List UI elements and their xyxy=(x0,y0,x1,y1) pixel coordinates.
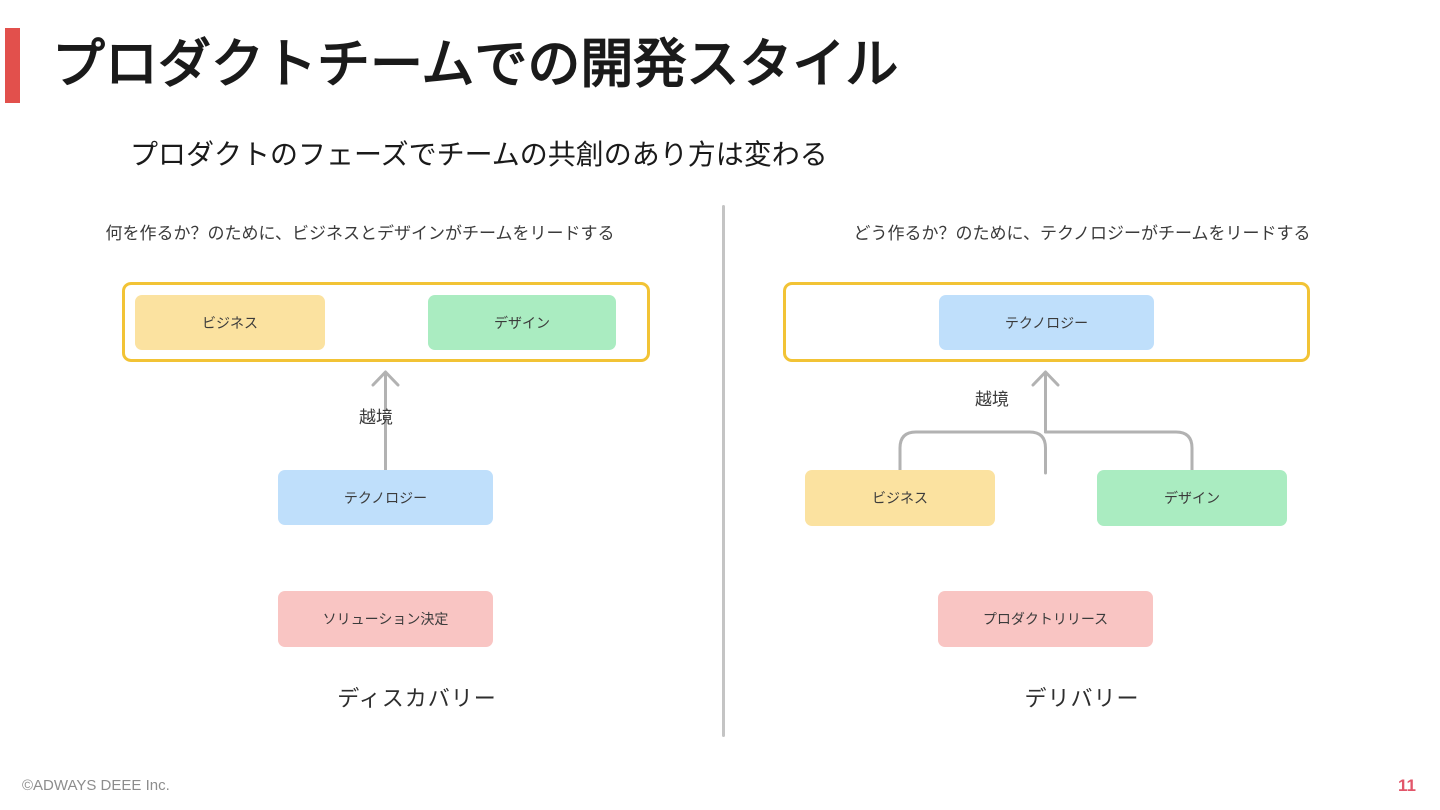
column-discovery: 何を作るか？のために、ビジネスとデザインがチームをリードする ビジネス デザイン… xyxy=(105,224,650,711)
crossing-label-discovery: 越境 xyxy=(359,408,393,427)
phase-label-delivery: デリバリー xyxy=(1024,686,1140,711)
role-box-design-delivery: デザイン xyxy=(1097,470,1287,526)
phase-label-discovery: ディスカバリー xyxy=(337,686,497,711)
role-box-business-discovery: ビジネス xyxy=(135,295,325,350)
title-accent-bar xyxy=(5,28,20,103)
role-box-business-delivery: ビジネス xyxy=(805,470,995,526)
role-box-technology-discovery: テクノロジー xyxy=(278,470,493,525)
column-divider xyxy=(722,205,725,737)
page-number: 11 xyxy=(1398,776,1416,795)
page-title: プロダクトチームでの開発スタイル xyxy=(52,35,899,94)
crossing-connector-delivery xyxy=(898,370,1194,475)
page-subtitle: プロダクトのフェーズでチームの共創のあり方は変わる xyxy=(130,139,828,170)
outcome-box-discovery: ソリューション決定 xyxy=(278,591,493,647)
role-box-design-discovery: デザイン xyxy=(428,295,616,350)
column-header-delivery: どう作るか？のために、テクノロジーがチームをリードする xyxy=(853,224,1311,243)
outcome-box-delivery: プロダクトリリース xyxy=(938,591,1153,647)
role-box-technology-delivery: テクノロジー xyxy=(939,295,1154,350)
crossing-label-delivery: 越境 xyxy=(975,390,1009,409)
footer-copyright: ©ADWAYS DEEE Inc. xyxy=(22,777,170,794)
column-header-discovery: 何を作るか？のために、ビジネスとデザインがチームをリードする xyxy=(105,224,615,243)
column-delivery: どう作るか？のために、テクノロジーがチームをリードする テクノロジー 越境 ビジ… xyxy=(722,0,1440,810)
